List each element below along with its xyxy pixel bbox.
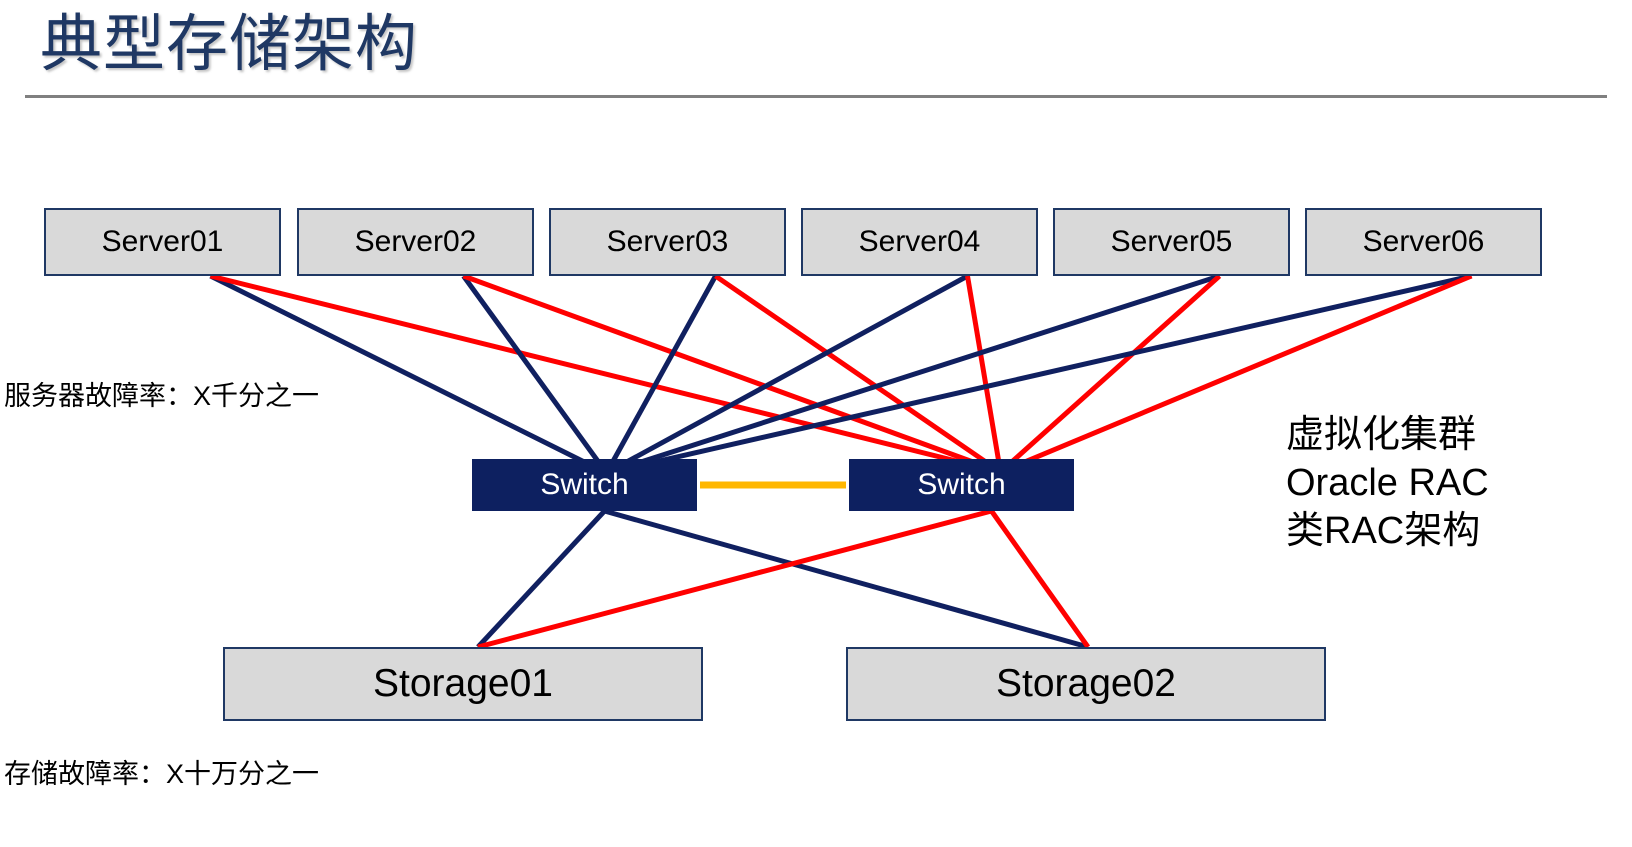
node-server04[interactable]: Server04: [801, 208, 1038, 276]
node-server01[interactable]: Server01: [44, 208, 281, 276]
node-label: Switch: [917, 468, 1006, 501]
node-storage02[interactable]: Storage02: [846, 647, 1326, 721]
link-switch-right-storage02: [989, 509, 1091, 649]
link-switch-left-storage02: [603, 508, 1089, 650]
cluster-line-1: 虚拟化集群: [1286, 414, 1477, 456]
note-server-failure-rate: 服务器故障率：X千分之一: [4, 381, 320, 411]
node-switch-left[interactable]: Switch: [472, 459, 697, 511]
link-server3-switch-right: [714, 273, 1002, 475]
link-server5-switch-right: [998, 274, 1222, 474]
node-label: Server04: [858, 225, 981, 258]
node-server02[interactable]: Server02: [297, 208, 534, 276]
node-label: Switch: [540, 468, 629, 501]
link-server2-switch-right: [462, 273, 1002, 475]
node-server03[interactable]: Server03: [549, 208, 786, 276]
node-label: Server03: [606, 225, 729, 258]
cluster-line-3: 类RAC架构: [1286, 510, 1481, 552]
title-divider: [25, 95, 1607, 98]
link-server3-switch-left: [604, 274, 718, 475]
link-server5-switch-left: [605, 273, 1221, 476]
node-switch-right[interactable]: Switch: [849, 459, 1074, 511]
link-server1-switch-left: [209, 273, 608, 476]
link-switch-left-storage01: [476, 509, 607, 649]
note-cluster-types: 虚拟化集群 Oracle RAC 类RAC架构: [1286, 411, 1489, 555]
link-server4-switch-right: [965, 275, 1003, 473]
link-server6-switch-right: [999, 273, 1473, 475]
node-label: Storage02: [996, 662, 1176, 705]
node-label: Storage01: [373, 662, 553, 705]
cluster-line-2: Oracle RAC: [1286, 462, 1489, 504]
link-server1-switch-right: [209, 273, 1002, 475]
link-server6-switch-left: [605, 273, 1473, 476]
node-label: Server02: [354, 225, 477, 258]
link-switch-right-storage01: [477, 508, 993, 650]
node-label: Server06: [1362, 225, 1485, 258]
page-title: 典型存储架构: [40, 10, 419, 79]
link-server2-switch-left: [461, 274, 609, 475]
link-server4-switch-left: [605, 273, 969, 476]
note-storage-failure-rate: 存储故障率：X十万分之一: [4, 759, 320, 789]
node-label: Server01: [101, 225, 224, 258]
node-label: Server05: [1110, 225, 1233, 258]
node-storage01[interactable]: Storage01: [223, 647, 703, 721]
node-server05[interactable]: Server05: [1053, 208, 1290, 276]
node-server06[interactable]: Server06: [1305, 208, 1542, 276]
